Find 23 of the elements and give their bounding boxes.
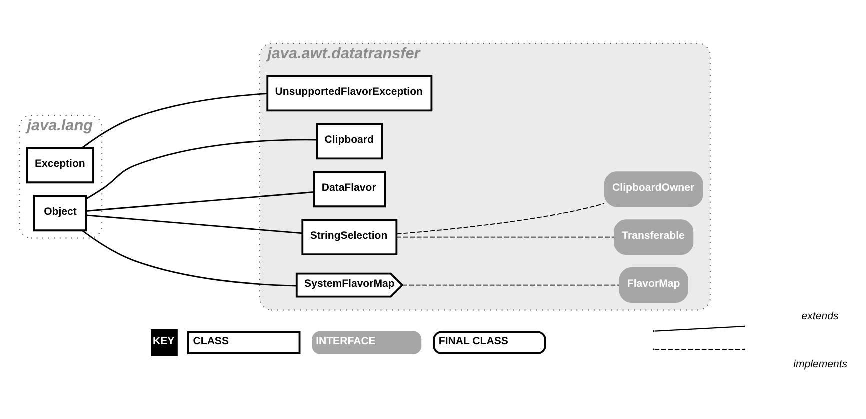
node-box: UnsupportedFlavorException [266, 75, 433, 112]
connector [86, 192, 314, 212]
legend-label: FINAL CLASS [438, 336, 508, 348]
node-box: StringSelection [302, 219, 398, 256]
node-box: Transferable [614, 220, 694, 256]
node-box: Object [34, 195, 88, 232]
node-box: FlavorMap [619, 268, 688, 304]
legend-label: implements [794, 358, 848, 371]
connector [86, 139, 317, 200]
connector [82, 230, 297, 287]
legend-label: CLASS [193, 336, 230, 348]
connector [396, 203, 605, 235]
label: KEY [152, 336, 175, 348]
node-box: DataFlavor [313, 171, 386, 208]
connector [86, 214, 303, 234]
legend-label: extends [802, 310, 839, 323]
node-box: Exception [26, 147, 94, 184]
legend-label: INTERFACE [316, 336, 376, 348]
node-box: Clipboard [316, 123, 384, 160]
connector [402, 284, 620, 286]
node-box: ClipboardOwner [604, 172, 704, 208]
connector [82, 93, 268, 149]
connector [396, 236, 615, 238]
